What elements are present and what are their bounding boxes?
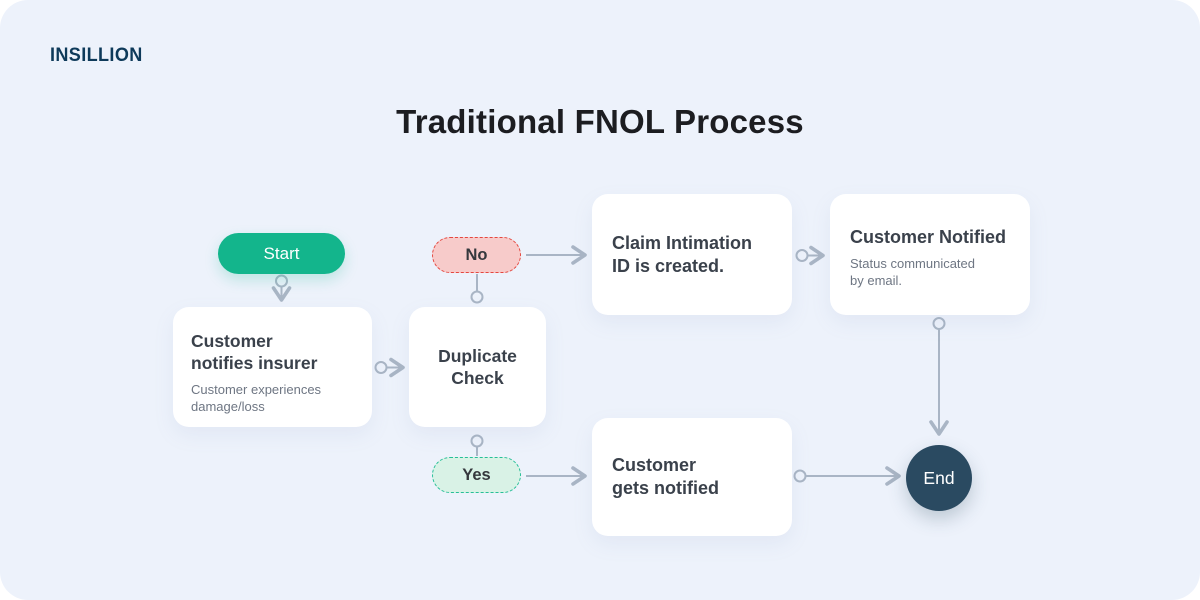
start-node: Start xyxy=(218,233,345,274)
customer-notified-card: Customer Notified Status communicated by… xyxy=(830,194,1030,315)
card-title: Customer Notified xyxy=(850,227,1007,247)
claim-intimation-card: Claim Intimation ID is created. xyxy=(592,194,792,315)
card-subtitle: Status communicated by email. xyxy=(850,256,976,288)
card-title: Duplicate Check xyxy=(438,346,517,388)
card-title: Claim Intimation ID is created. xyxy=(612,232,753,276)
connector-no-to-duplicate-check xyxy=(470,274,484,304)
card-subtitle: Customer experiences damage/loss xyxy=(191,382,322,414)
insillion-logo: INSILLION xyxy=(50,45,143,66)
decision-yes-node: Yes xyxy=(432,457,521,493)
start-label: Start xyxy=(263,243,300,263)
duplicate-check-card: Duplicate Check xyxy=(409,307,546,427)
connector-start-to-customer-notifies xyxy=(271,274,292,302)
end-label: End xyxy=(923,467,955,488)
customer-notifies-insurer-card: Customer notifies insurer Customer exper… xyxy=(173,307,372,427)
decision-no-node: No xyxy=(432,237,521,273)
connector-duplicate-check-to-yes xyxy=(470,434,484,456)
end-node: End xyxy=(906,445,972,511)
no-label: No xyxy=(465,245,488,264)
connector-gets-notified-to-end xyxy=(793,466,901,486)
connector-claim-to-customer-notified xyxy=(795,245,825,266)
yes-label: Yes xyxy=(462,465,491,484)
card-title: Customer notifies insurer xyxy=(191,331,318,373)
customer-gets-notified-card: Customer gets notified xyxy=(592,418,792,536)
page-title: Traditional FNOL Process xyxy=(396,103,804,140)
card-title: Customer gets notified xyxy=(612,455,719,498)
connector-notified-to-end xyxy=(929,317,949,436)
connector-notifies-to-duplicate-check xyxy=(374,357,405,378)
